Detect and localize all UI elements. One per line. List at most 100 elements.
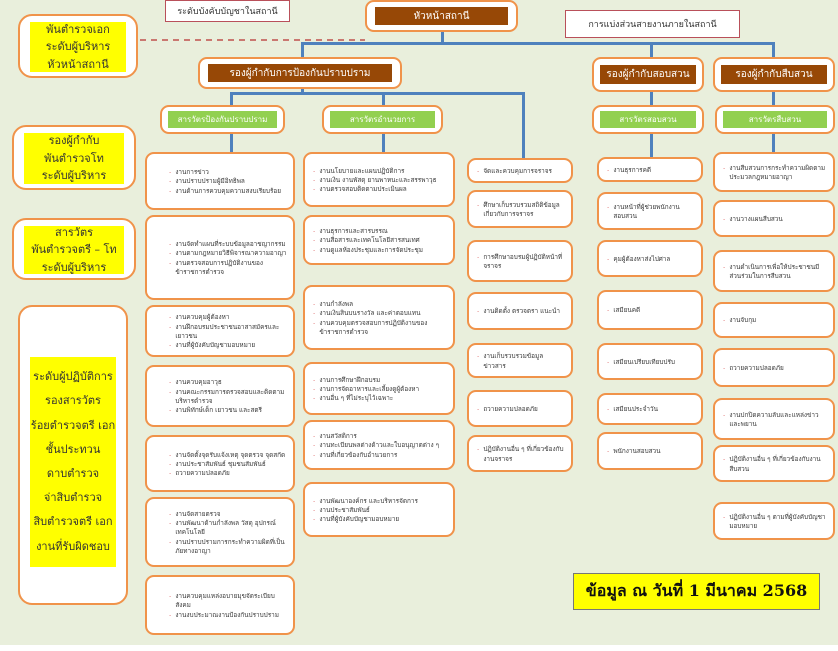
duty-item: -งานฝึกอบรมประชาชนอาสาสมัครและเยาวชน: [169, 323, 287, 342]
duty-item: -งานปราบปรามผู้มีอิทธิพล: [169, 177, 287, 186]
duty-item-text: งานที่เกี่ยวข้องกับอำนวยการ: [319, 450, 398, 459]
bullet-icon: -: [313, 375, 316, 384]
duty-item-text: ศึกษาเก็บรวบรวมสถิติข้อมูลเกี่ยวกับการจร…: [483, 200, 560, 218]
level-box: รองผู้กำกับพันตำรวจโทระดับผู้บริหาร: [12, 125, 136, 190]
connector: [301, 42, 775, 45]
duty-item-text: งานจับกุม: [729, 316, 757, 325]
duty-item-text: งานคณะกรรมการตรวจสอบและติดตามบริหารตำรวจ: [175, 387, 285, 405]
duty-item: -งานอื่น ๆ ที่ไม่ระบุไว้เฉพาะ: [313, 394, 447, 403]
duty-item: -งานธุรการคดี: [607, 166, 695, 175]
duty-item: -ถวายความปลอดภัย: [169, 469, 287, 478]
deputy-investigation-label: รองผู้กำกับสอบสวน: [600, 65, 696, 84]
duty-item: -งานพัฒนาองค์กร และบริหารจัดการ: [313, 497, 447, 506]
duty-item: -การศึกษาอบรมผู้ปฏิบัติหน้าที่จราจร: [477, 253, 565, 272]
administration-duty-box: -งานกำลังพล-งานเงินสินบนรางวัล และค่าตอบ…: [303, 285, 455, 350]
level-label-line: จ่าสิบตำรวจ: [43, 491, 103, 505]
bullet-icon: -: [169, 450, 172, 459]
duty-item-text: เสมียนคดี: [613, 306, 641, 315]
duty-item: -งานตามกฎหมายวิธีพิจารณาความอาญา: [169, 249, 287, 258]
prevention-duty-box: -งานควบคุมอาวุธ-งานคณะกรรมการตรวจสอบและต…: [145, 365, 295, 427]
prevention-duty-box: -งานจัดตั้งจุดรับแจ้งเหตุ จุดตรวจ จุดสกั…: [145, 435, 295, 492]
duty-item: -งานตรวจสอบการปฏิบัติงานของข้าราชการตำรว…: [169, 259, 287, 278]
duty-item: -ปฏิบัติงานอื่น ๆ ตามที่ผู้บังคับบัญชามอ…: [723, 513, 827, 532]
administration-duty-box: -งานการศึกษาฝึกอบรม-งานการจัดอาหารและเลี…: [303, 362, 455, 415]
prevention-duty-box: -งานจัดสายตรวจ-งานพัฒนาด้านกำลังพล วัสดุ…: [145, 497, 295, 567]
level-label-line: ระดับผู้บริหาร: [41, 169, 107, 183]
level-label-line: พันตำรวจโท: [44, 151, 104, 165]
bullet-icon: -: [477, 352, 480, 361]
detective-duty-box: -ปฏิบัติงานอื่น ๆ ตามที่ผู้บังคับบัญชามอ…: [713, 502, 835, 540]
duty-item: -งานนโยบายและแผนปฏิบัติการ: [313, 167, 447, 176]
duty-item: -งานสื่อสารและเทคโนโลยีสารสนเทศ: [313, 236, 447, 245]
duty-item-text: งานปราบปรามการกระทำความผิดที่เป็นภัยทางอ…: [175, 537, 285, 555]
duty-item-text: งานตามกฎหมายวิธีพิจารณาความอาญา: [175, 249, 287, 258]
duty-item-text: งานที่ผู้บังคับบัญชามอบหมาย: [319, 515, 400, 524]
bullet-icon: -: [313, 245, 316, 254]
internal-division-label: การแบ่งส่วนสายงานภายในสถานี: [565, 10, 740, 38]
duty-item: -งานดูแลห้องประชุมและการจัดประชุม: [313, 246, 447, 255]
inspector-administration-box: สารวัตรอำนวยการ: [322, 105, 443, 134]
duty-item: -งานเงิน งานพัสดุ ยานพาหนะและสรรพาวุธ: [313, 176, 447, 185]
duty-item: -งานควบคุมแหล่งอบายมุขจัดระเบียบสังคม: [169, 592, 287, 611]
connector: [772, 133, 775, 153]
investigation-duty-box: -พนักงานสอบสวน: [597, 432, 703, 470]
traffic-duty-box: -งานเก็บรวบรวมข้อมูลข่าวสาร: [467, 343, 573, 378]
bullet-icon: -: [723, 363, 726, 372]
duty-item: -งานปกปิดความลับและแหล่งข่าวและพยาน: [723, 411, 827, 430]
duty-item: -งานธุรการและสารบรรณ: [313, 227, 447, 236]
level-label-line: ร้อยตำรวจตรี เอก: [30, 418, 116, 432]
prevention-duty-box: -งานควบคุมผู้ต้องหา-งานฝึกอบรมประชาชนอาส…: [145, 305, 295, 357]
duty-item: -งานที่ผู้บังคับบัญชามอบหมาย: [313, 515, 447, 524]
bullet-icon: -: [169, 387, 172, 396]
connector: [650, 42, 653, 58]
duty-item: -งานหน้าที่ผู้ช่วยพนักงานสอบสวน: [607, 203, 695, 222]
duty-item-text: งานนโยบายและแผนปฏิบัติการ: [319, 166, 405, 175]
bullet-icon: -: [169, 249, 172, 258]
duty-item-text: ปฏิบัติงานอื่น ๆ ตามที่ผู้บังคับบัญชามอบ…: [729, 512, 826, 530]
bullet-icon: -: [169, 406, 172, 415]
duty-item: -งานงบประมาณงานป้องกันปราบปราม: [169, 611, 287, 620]
duty-item: -ปฏิบัติงานอื่น ๆ ที่เกี่ยวข้องกับงานจรา…: [477, 445, 565, 464]
level-label-line: รองสารวัตร: [45, 394, 101, 408]
duty-item: -งานการศึกษาฝึกอบรม: [313, 376, 447, 385]
duty-item-text: งานสืบสวนการกระทำความผิดตามประมวลกฎหมายอ…: [729, 163, 826, 181]
duty-item-text: ปฏิบัติงานอื่น ๆ ที่เกี่ยวข้องกับงานจราจ…: [483, 445, 564, 463]
traffic-duty-box: -จัดและควบคุมการจราจร: [467, 158, 573, 183]
connector: [301, 88, 304, 94]
duty-item: -งานการจัดอาหารและเลี้ยงดูผู้ต้องหา: [313, 385, 447, 394]
duty-item: -งานพิทักษ์เด็ก เยาวชน และสตรี: [169, 406, 287, 415]
bullet-icon: -: [313, 227, 316, 236]
duty-item-text: งานวางแผนสืบสวน: [729, 214, 783, 223]
deputy-prevention-label: รองผู้กำกับการป้องกันปราบปราม: [208, 64, 392, 82]
data-date-note: ข้อมูล ณ วันที่ 1 มีนาคม 2568: [573, 573, 820, 610]
deputy-prevention-box: รองผู้กำกับการป้องกันปราบปราม: [198, 57, 402, 89]
connector: [772, 42, 775, 58]
prevention-duty-box: -งานการข่าว-งานปราบปรามผู้มีอิทธิพล-งานด…: [145, 152, 295, 210]
bullet-icon: -: [169, 610, 172, 619]
level-label-line: ระดับผู้บริหาร: [41, 260, 107, 274]
detective-duty-box: -งานปกปิดความลับและแหล่งข่าวและพยาน: [713, 398, 835, 440]
level-box: ระดับผู้ปฏิบัติการรองสารวัตรร้อยตำรวจตรี…: [18, 305, 128, 605]
connector: [230, 133, 233, 153]
bullet-icon: -: [169, 459, 172, 468]
duty-item: -งานที่ผู้บังคับบัญชามอบหมาย: [169, 341, 287, 350]
administration-duty-box: -งานธุรการและสารบรรณ-งานสื่อสารและเทคโนโ…: [303, 215, 455, 265]
duty-item-text: งานปราบปรามผู้มีอิทธิพล: [175, 177, 245, 186]
duty-item-text: งานทะเบียนพลต่างด้าวและใบอนุญาตต่าง ๆ: [319, 441, 440, 450]
inspector-administration-label: สารวัตรอำนวยการ: [330, 111, 435, 128]
duty-item-text: งานงบประมาณงานป้องกันปราบปราม: [175, 610, 279, 619]
duty-item: -งานจับกุม: [723, 316, 827, 325]
detective-duty-box: -ปฏิบัติงานอื่น ๆ ที่เกี่ยวข้องกับงานสืบ…: [713, 445, 835, 482]
bullet-icon: -: [607, 405, 610, 414]
level-label-line: ดาบตำรวจ: [46, 467, 100, 480]
duty-item: -ศึกษาเก็บรวบรวมสถิติข้อมูลเกี่ยวกับการจ…: [477, 201, 565, 220]
bullet-icon: -: [313, 441, 316, 450]
duty-item-text: งานเงิน งานพัสดุ ยานพาหนะและสรรพาวุธ: [319, 175, 437, 184]
investigation-duty-box: -เสมียนคดี: [597, 290, 703, 330]
duty-item-text: งานธุรการและสารบรรณ: [319, 227, 388, 236]
bullet-icon: -: [169, 341, 172, 350]
duty-item-text: งานที่ผู้บังคับบัญชามอบหมาย: [175, 341, 256, 350]
level-label-line: ชั้นประทวน: [45, 442, 101, 456]
